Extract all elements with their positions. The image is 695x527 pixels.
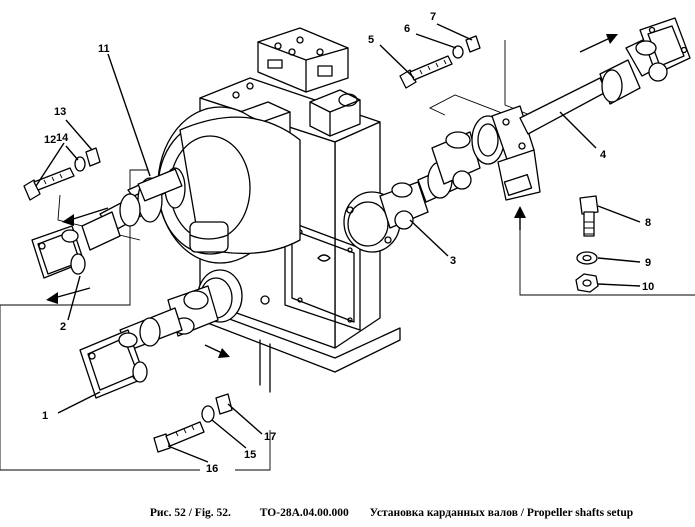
arrow-left-lower <box>46 292 58 304</box>
propeller-shaft-middle <box>343 105 541 253</box>
propeller-shaft-lower-left <box>79 269 243 399</box>
callout-12: 12 <box>44 134 56 146</box>
callout-6: 6 <box>404 23 410 35</box>
callout-16: 16 <box>206 463 218 475</box>
callout-8: 8 <box>645 217 651 229</box>
figure-number: Рис. 52 / Fig. 52. <box>149 507 231 519</box>
callout-4: 4 <box>600 149 607 161</box>
fasteners <box>23 35 599 453</box>
figure-title: Установка карданных валов / Propeller sh… <box>369 507 634 519</box>
arrow-up-support <box>514 206 526 218</box>
callout-14: 14 <box>56 132 69 144</box>
callout-7: 7 <box>430 11 436 23</box>
callout-9: 9 <box>645 257 651 269</box>
direction-arrows <box>46 34 618 358</box>
callout-numbers: 1 2 3 4 5 6 7 8 9 10 11 12 13 14 15 16 1… <box>42 11 654 475</box>
callout-3: 3 <box>450 255 456 267</box>
callout-11: 11 <box>98 43 110 55</box>
callout-1: 1 <box>42 410 48 422</box>
callout-2: 2 <box>60 321 66 333</box>
callout-17: 17 <box>264 431 276 443</box>
callout-13: 13 <box>54 106 66 118</box>
figure-caption: Рис. 52 / Fig. 52. ТО-28А.04.00.000 Уста… <box>0 507 695 519</box>
leader-lines <box>35 23 641 463</box>
callout-5: 5 <box>368 34 374 46</box>
callout-10: 10 <box>642 281 654 293</box>
drawing-code: ТО-28А.04.00.000 <box>259 507 349 519</box>
arrow-left-upper <box>62 214 74 226</box>
callout-15: 15 <box>244 449 256 461</box>
propeller-shaft-long <box>519 17 691 135</box>
arrow-right-upper <box>606 34 618 44</box>
propeller-shaft-upper-left <box>31 167 186 279</box>
arrow-right-lower <box>218 348 230 358</box>
